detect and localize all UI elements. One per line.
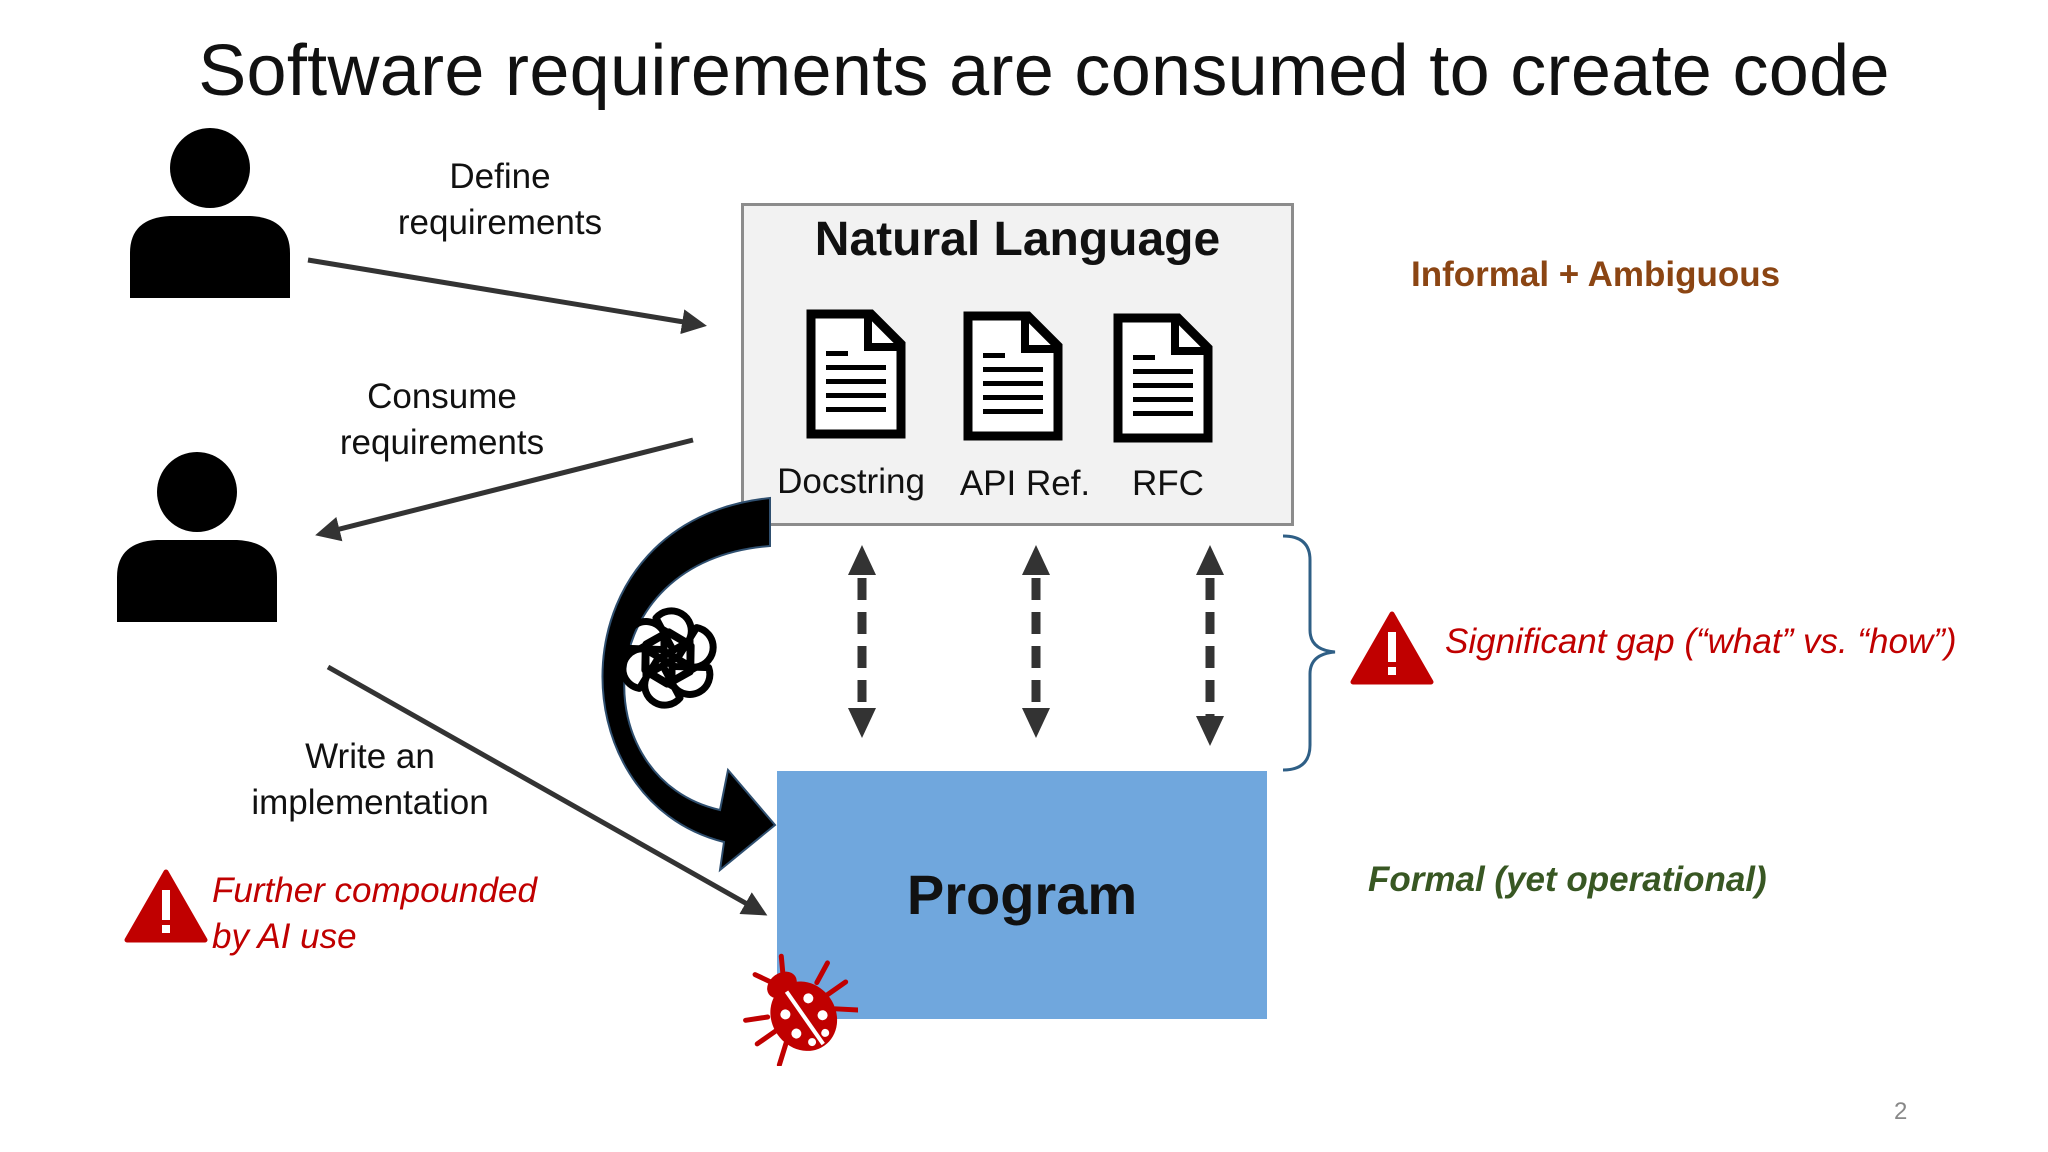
slide-title: Software requirements are consumed to cr…: [198, 31, 1890, 111]
document-icon: [806, 309, 906, 439]
document-icon: [963, 311, 1063, 441]
write-line-1: Write an: [305, 737, 435, 776]
further-line-1: Further compounded: [212, 871, 537, 910]
define-line-1: Define: [449, 157, 551, 196]
write-line-2: implementation: [251, 783, 489, 822]
program-box: [777, 771, 1267, 1019]
warning-icon: [1350, 611, 1434, 685]
define-arrow: [307, 257, 707, 335]
document-icon: [1113, 313, 1213, 443]
natural-language-title: Natural Language: [814, 213, 1221, 266]
further-line-2: by AI use: [212, 917, 357, 956]
person-icon: [117, 452, 277, 622]
ai-curved-arrow: [601, 496, 777, 873]
doc-label-api-ref: API Ref.: [959, 464, 1091, 503]
define-requirements-label: Define requirements: [350, 154, 650, 246]
write-arrow: [326, 664, 768, 916]
gap-arrow-rfc: [1196, 545, 1224, 746]
person-icon: [130, 128, 290, 298]
gap-arrow-docstring: [848, 545, 876, 738]
formal-operational-label: Formal (yet operational): [1368, 860, 1767, 899]
page-number: 2: [1894, 1098, 1908, 1125]
write-implementation-label: Write an implementation: [220, 734, 520, 826]
doc-label-docstring: Docstring: [777, 462, 925, 501]
warning-icon: [124, 869, 208, 943]
bug-icon: [743, 953, 858, 1066]
consume-requirements-label: Consume requirements: [292, 374, 592, 466]
consume-line-2: requirements: [339, 423, 545, 462]
program-label: Program: [906, 863, 1138, 926]
openai-logo-icon: [619, 607, 717, 709]
informal-ambiguous-label: Informal + Ambiguous: [1411, 255, 1781, 294]
gap-arrow-api-ref: [1022, 545, 1050, 738]
define-line-2: requirements: [397, 203, 603, 242]
doc-label-rfc: RFC: [1132, 464, 1204, 503]
significant-gap-label: Significant gap (“what” vs. “how”): [1445, 622, 1957, 661]
further-compounded-label: Further compounded by AI use: [212, 868, 537, 960]
consume-line-1: Consume: [367, 377, 517, 416]
consume-arrow: [315, 437, 694, 542]
gap-brace: [1282, 534, 1336, 772]
